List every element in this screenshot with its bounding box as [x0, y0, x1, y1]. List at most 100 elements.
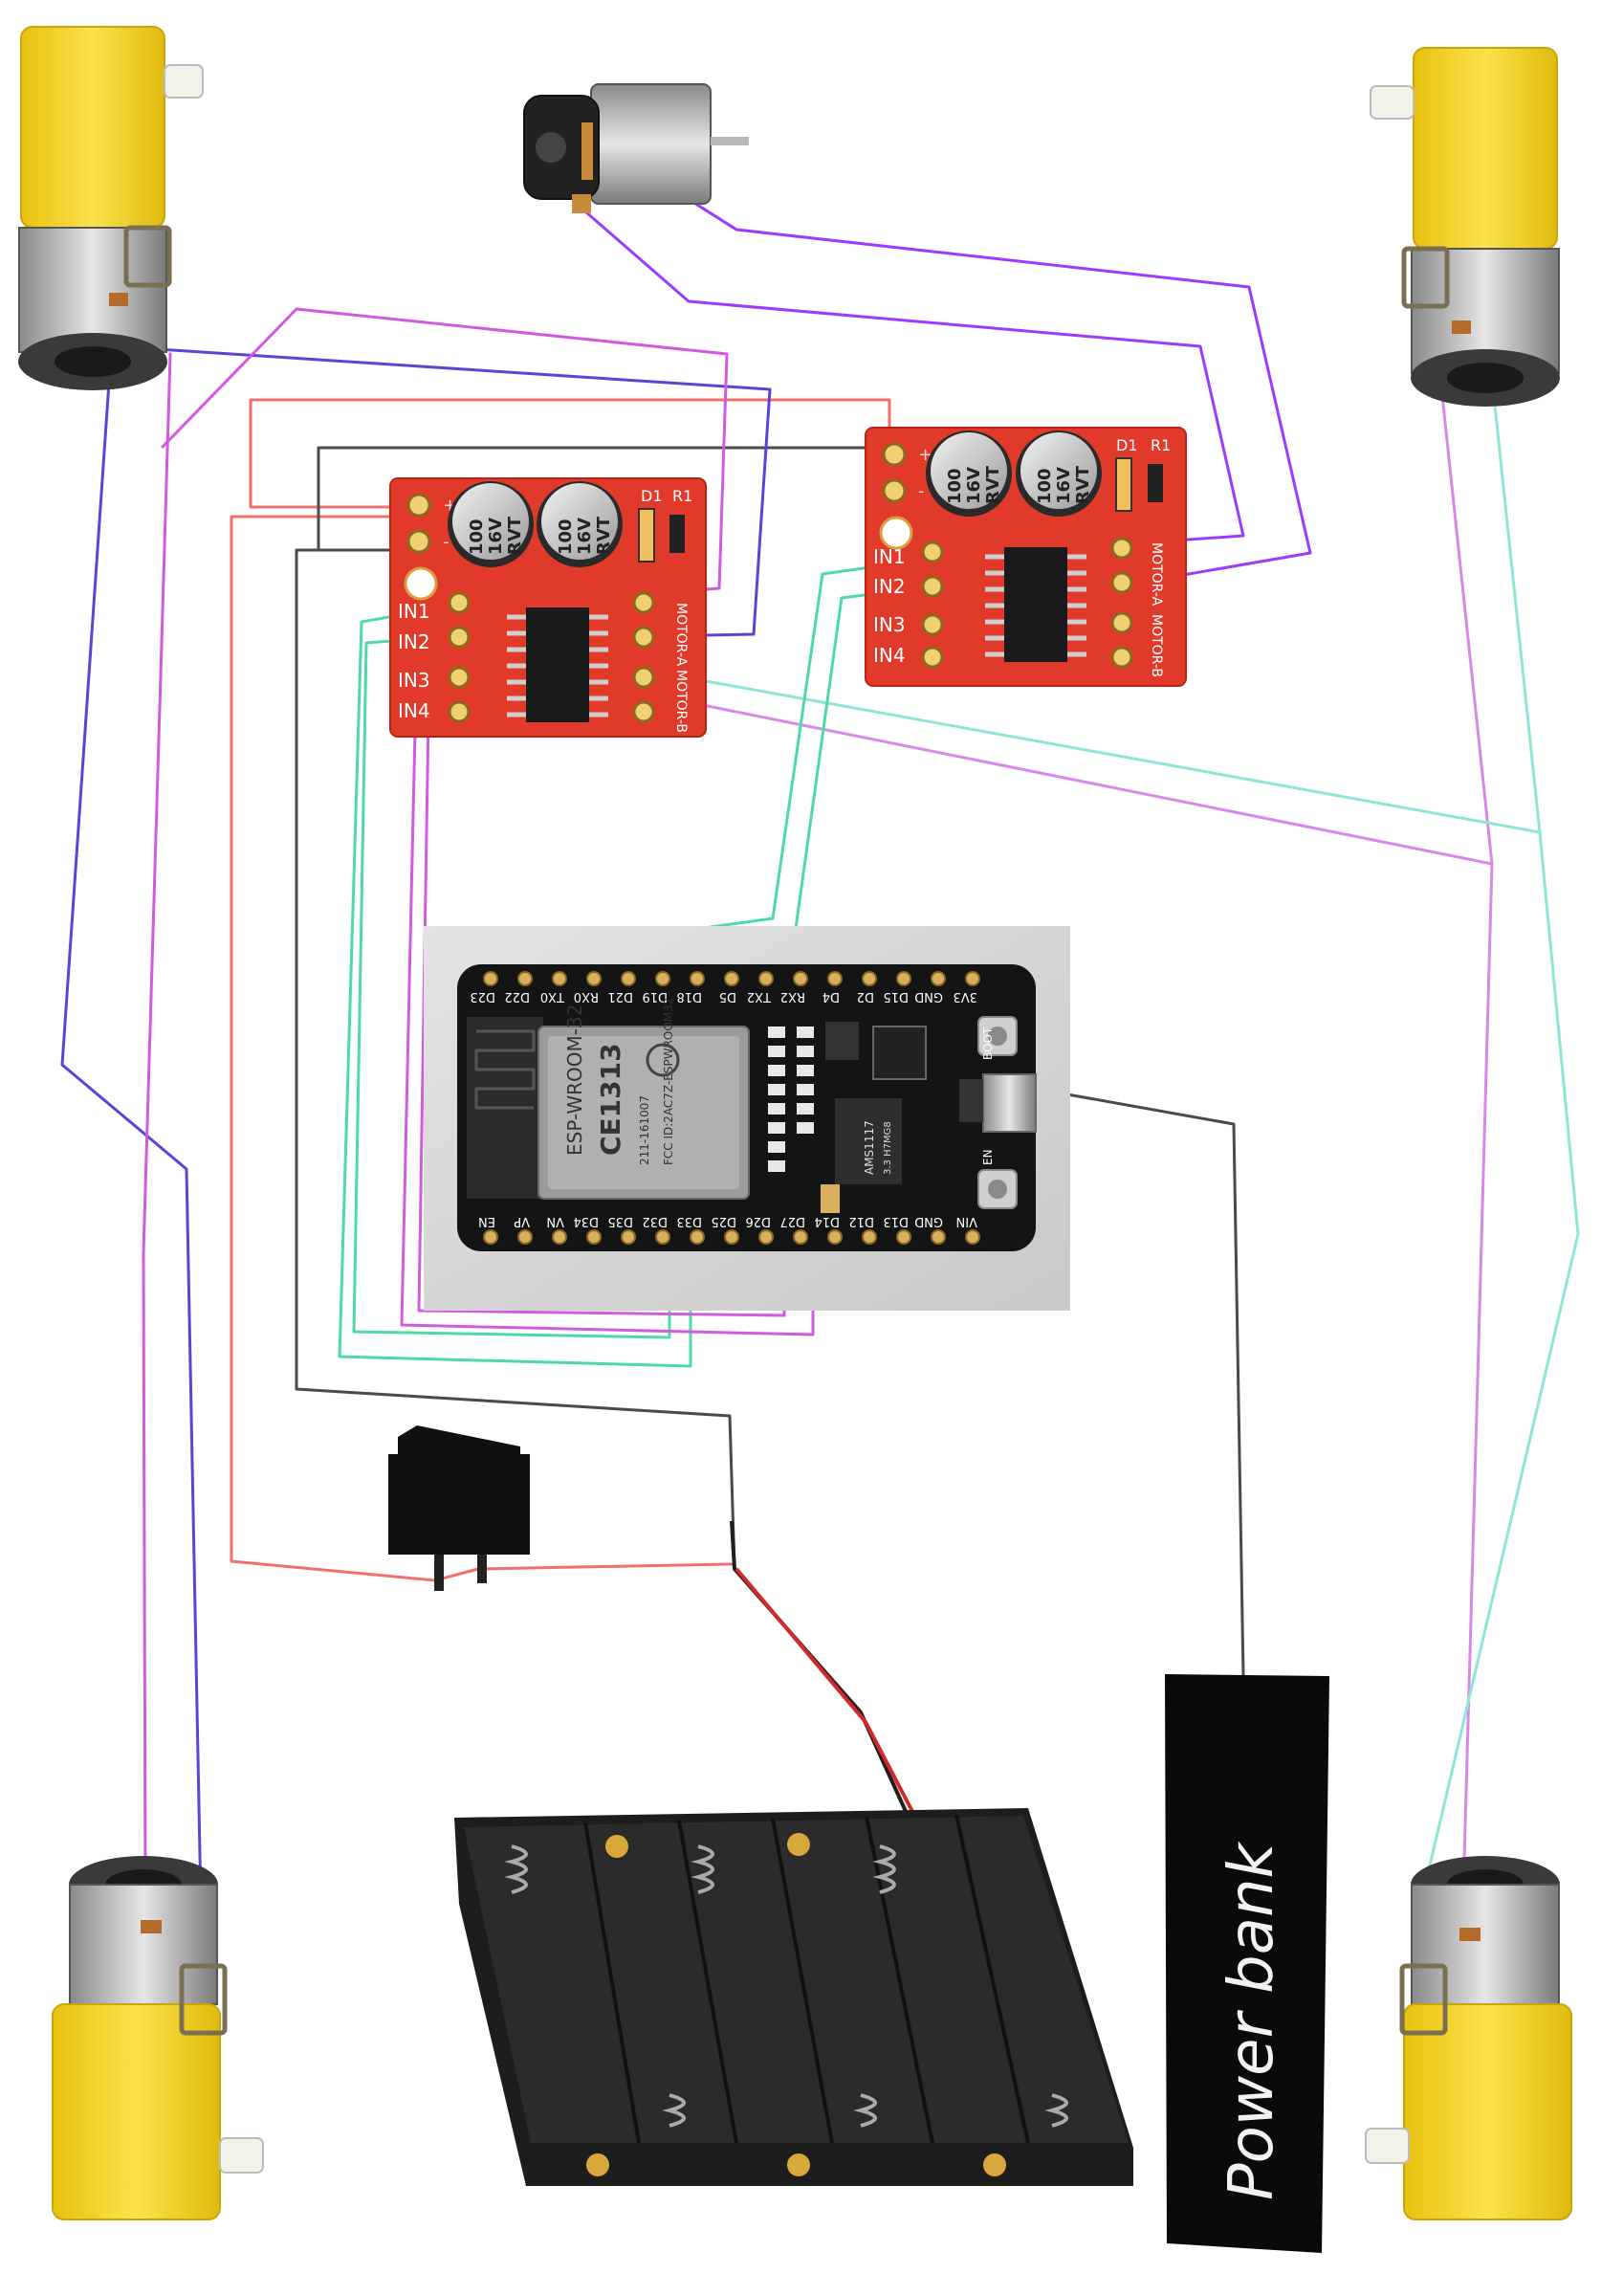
esp32-pin-label: GND — [914, 1214, 943, 1228]
svg-text:100: 100 — [945, 468, 965, 504]
esp32-pin-label: D25 — [711, 1214, 736, 1228]
svg-text:R1: R1 — [672, 487, 692, 505]
dc-motor — [523, 83, 749, 213]
esp32-pin-label: D23 — [470, 989, 495, 1004]
esp32-pin — [793, 1229, 808, 1245]
esp32-pin-label: D34 — [573, 1214, 599, 1228]
svg-text:100: 100 — [467, 519, 487, 555]
capacitor-1: 100 16V RVT — [926, 430, 1012, 517]
svg-text:BOOT: BOOT — [981, 1027, 995, 1060]
esp32-pin-label: D19 — [642, 989, 668, 1004]
esp32-pin — [655, 971, 670, 986]
esp32-pin — [586, 1229, 602, 1245]
esp32-pin — [690, 971, 705, 986]
esp32-pin-label: D35 — [607, 1214, 633, 1228]
esp32-pin — [724, 971, 739, 986]
esp32-pin — [896, 1229, 911, 1245]
motor-driver-right: + - 100 16V RVT 100 16V RVT D1 R1 — [865, 427, 1187, 687]
esp32-pin-label: GND — [914, 989, 943, 1004]
svg-text:MOTOR-B: MOTOR-B — [1149, 614, 1164, 677]
esp32-pin-label: D33 — [676, 1214, 702, 1228]
wire-magenta-left — [142, 352, 172, 1896]
capacitor-1: 100 16V RVT — [448, 481, 534, 567]
rocker-switch — [388, 1425, 530, 1591]
en-button: EN — [977, 1149, 1018, 1209]
driver-left-in2: IN2 — [398, 630, 430, 653]
esp32-pin-label: D18 — [676, 989, 702, 1004]
capacitor-2: 100 16V RVT — [537, 481, 623, 567]
esp32-pin-label: D13 — [883, 1214, 909, 1228]
esp32-pin-label: D14 — [814, 1214, 840, 1228]
svg-text:211-161007: 211-161007 — [638, 1095, 651, 1165]
esp32-pin-label: RX2 — [780, 989, 805, 1004]
esp32-pin-label: VP — [514, 1214, 530, 1228]
esp32-pin-label: VN — [546, 1214, 564, 1228]
esp32-pin-label: RX0 — [574, 989, 599, 1004]
gear-motor-top-right — [1370, 47, 1560, 407]
esp32-bottom-pins: EN VP VN D34 D35 D32 D33 D25 D26 D27 D14 D12 D13 GND V… — [478, 1214, 980, 1245]
esp32-pin — [517, 1229, 533, 1245]
esp32-pin-label: 3V3 — [954, 989, 977, 1004]
esp32-pin — [517, 971, 533, 986]
svg-text:MOTOR-A: MOTOR-A — [673, 603, 689, 667]
esp32-pin — [758, 971, 774, 986]
svg-text:RVT: RVT — [983, 465, 1003, 504]
esp32-pin — [690, 1229, 705, 1245]
driver-right-minus: - — [918, 481, 925, 501]
wire-pink-top-right — [1437, 366, 1494, 866]
gear-motor-bottom-right — [1365, 1856, 1572, 2220]
wire-dcmotor-b — [577, 204, 1245, 545]
esp32-pin — [483, 1229, 498, 1245]
esp32-pin — [896, 971, 911, 986]
esp32-pin-label: D27 — [779, 1214, 805, 1228]
driver-right-in4: IN4 — [873, 644, 906, 667]
esp32-pin-label: D32 — [642, 1214, 668, 1228]
svg-text:R1: R1 — [1151, 436, 1171, 454]
esp32-pin — [862, 971, 877, 986]
svg-text:D1: D1 — [1116, 436, 1138, 454]
esp32-pin — [827, 971, 843, 986]
svg-text:16V: 16V — [964, 467, 984, 504]
esp32-pin-label: D26 — [745, 1214, 771, 1228]
esp32-pin — [758, 1229, 774, 1245]
svg-text:RVT: RVT — [594, 516, 614, 555]
esp32-pin — [552, 971, 567, 986]
svg-text:3.3 H7MG8: 3.3 H7MG8 — [883, 1121, 893, 1175]
gear-motor-top-left — [18, 27, 204, 390]
esp32-pin-label: D22 — [504, 989, 530, 1004]
wire-cyan-top-right — [1490, 376, 1542, 834]
wire-cyan-right — [668, 673, 1580, 1896]
svg-text:MOTOR-A: MOTOR-A — [1149, 542, 1164, 607]
driver-right-in2: IN2 — [873, 575, 906, 598]
driver-right-in1: IN1 — [873, 545, 906, 568]
battery-holder — [454, 1520, 1133, 2186]
driver-left-in4: IN4 — [398, 699, 430, 722]
battery-lead-red — [735, 1567, 920, 1823]
svg-text:D1: D1 — [641, 487, 663, 505]
esp32-pin — [621, 1229, 636, 1245]
wire-gnd-main — [295, 548, 736, 1571]
svg-text:FCC ID:2AC7Z-ESPWROOM32: FCC ID:2AC7Z-ESPWROOM32 — [662, 998, 675, 1165]
esp32-pin-label: VIN — [956, 1214, 977, 1228]
svg-text:AMS1117: AMS1117 — [863, 1120, 876, 1175]
wire-red-driver1-vcc — [249, 398, 891, 509]
motor-driver-left: + - 100 16V RVT 100 16V RVT D1 R1 — [389, 477, 707, 738]
svg-text:RVT: RVT — [505, 516, 525, 555]
svg-text:100: 100 — [556, 519, 576, 555]
power-bank: Power bank — [1165, 1674, 1329, 2253]
esp32-pin-label: EN — [478, 1214, 495, 1228]
capacitor-2: 100 16V RVT — [1016, 430, 1102, 517]
esp32-pin — [586, 971, 602, 986]
esp32-pin-label: TX2 — [747, 989, 772, 1004]
esp32-pin-label: D12 — [848, 1214, 874, 1228]
esp32-pin — [483, 971, 498, 986]
esp32-pin — [655, 1229, 670, 1245]
esp32-pin — [965, 1229, 980, 1245]
svg-text:16V: 16V — [486, 518, 506, 555]
esp32-pin — [931, 1229, 946, 1245]
svg-text:100: 100 — [1035, 468, 1055, 504]
driver-left-in1: IN1 — [398, 600, 430, 623]
